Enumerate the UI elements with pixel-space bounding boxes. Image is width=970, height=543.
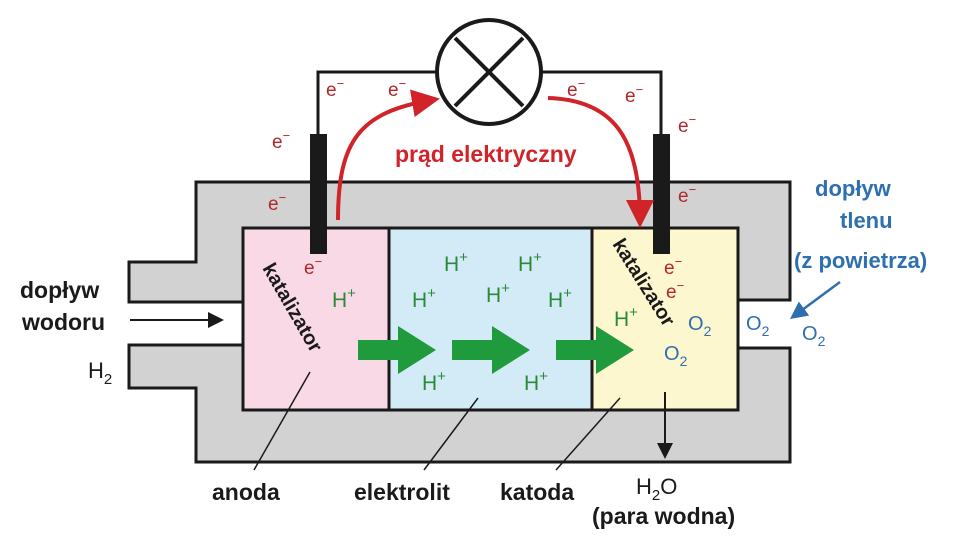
right-arrow-icon xyxy=(452,326,530,374)
water-formula: H2O xyxy=(636,474,677,504)
electron: e− xyxy=(678,112,696,137)
leader-line-electrolyte xyxy=(423,397,479,471)
electron: e− xyxy=(388,76,406,101)
oxygen-molecules: O2 O2 O2 O2 xyxy=(664,313,826,369)
proton: H+ xyxy=(486,280,510,307)
protons: H+ H+ H+ H+ H+ H+ H+ H+ H+ xyxy=(332,249,638,395)
proton: H+ xyxy=(422,368,446,395)
anode-electrode xyxy=(310,134,327,254)
hydrogen-inflow-label: dopływ xyxy=(20,277,99,303)
electron: e− xyxy=(678,182,696,207)
proton: H+ xyxy=(524,368,548,395)
proton: H+ xyxy=(444,249,468,276)
proton: H+ xyxy=(548,285,572,312)
electron: e− xyxy=(664,254,682,279)
electron: e− xyxy=(304,254,322,279)
electron: e− xyxy=(268,190,286,215)
electrons: e− e− e− e− e− e− e− e− e− e− e− xyxy=(268,76,696,303)
hydrogen-inflow-label: wodoru xyxy=(21,309,105,335)
oxygen-inflow-label: dopływ xyxy=(815,176,892,201)
current-arrow-left xyxy=(336,89,440,221)
oxygen-inflow-label: (z powietrza) xyxy=(794,248,927,273)
cathode-electrode xyxy=(653,134,670,254)
oxygen-inflow-label: tlenu xyxy=(840,208,893,233)
lamp-icon xyxy=(435,18,543,126)
electrolyte-label: elektrolit xyxy=(354,479,450,505)
leader-line-anode xyxy=(253,371,311,471)
leader-line-cathode xyxy=(555,397,621,471)
electron: e− xyxy=(567,76,585,101)
oxygen-molecule: O2 xyxy=(664,343,688,369)
oxygen-molecule: O2 xyxy=(746,313,770,339)
water-label: (para wodna) xyxy=(592,503,735,529)
electron: e− xyxy=(625,82,643,107)
current-label: prąd elektryczny xyxy=(395,141,577,167)
electron: e− xyxy=(326,76,344,101)
right-arrow-icon xyxy=(556,326,634,374)
proton: H+ xyxy=(332,285,356,312)
anode-label: anoda xyxy=(212,479,280,505)
current-arrow-right xyxy=(547,96,654,228)
proton: H+ xyxy=(412,285,436,312)
proton: H+ xyxy=(614,304,638,331)
hydrogen-formula: H2 xyxy=(88,358,112,388)
oxygen-inflow-arrow xyxy=(789,280,841,319)
cathode-label: katoda xyxy=(500,479,574,505)
circuit-wire xyxy=(316,70,663,136)
anode-chamber xyxy=(241,226,391,412)
oxygen-molecule: O2 xyxy=(688,313,712,339)
proton: H+ xyxy=(518,249,542,276)
electron: e− xyxy=(666,278,684,303)
electron: e− xyxy=(272,128,290,153)
electrolyte-chamber xyxy=(387,226,594,412)
right-arrow-icon xyxy=(358,326,436,374)
oxygen-molecule: O2 xyxy=(802,323,826,349)
